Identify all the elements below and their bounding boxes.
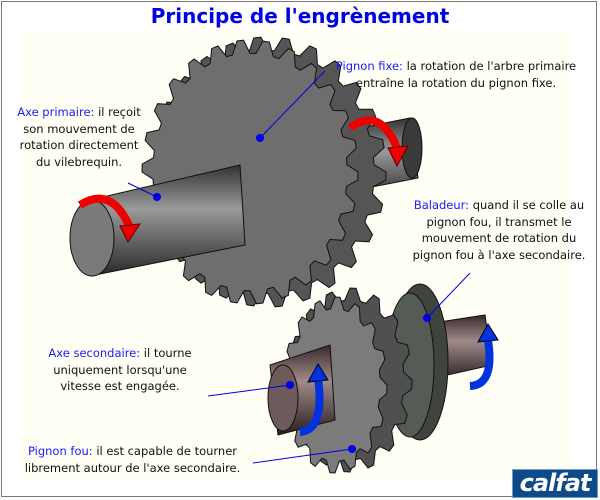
- page-title: Principe de l'engrènement: [150, 4, 450, 28]
- primary-shaft: [69, 164, 246, 277]
- label-baladeur: Baladeur: quand il se colle au pignon fo…: [412, 198, 586, 262]
- primary-rotation-arrow-left: [77, 194, 134, 230]
- arrow-head: [119, 223, 142, 243]
- label-pignon-fou: Pignon fou: il est capable de tourner li…: [24, 444, 241, 475]
- primary-rotation-arrow-right: [347, 116, 402, 152]
- label-axe-primaire: Axe primaire: il reçoit son mouvement de…: [17, 105, 141, 169]
- arrow-head: [477, 323, 499, 343]
- label-pignon-fixe: Pignon fixe: la rotation de l'arbre prim…: [335, 59, 577, 90]
- secondary-rotation-arrow-left: [299, 377, 324, 436]
- secondary-rotation-arrow-right: [469, 339, 494, 390]
- idle-pinion-gear: [267, 287, 413, 474]
- label-axe-secondaire: Axe secondaire: il tourne uniquement lor…: [48, 346, 192, 393]
- callout-dots: [153, 134, 431, 453]
- calfat-logo: calfat: [512, 469, 598, 498]
- arrow-head: [387, 145, 409, 168]
- arrow-head: [307, 363, 329, 383]
- leader-lines: [127, 70, 471, 464]
